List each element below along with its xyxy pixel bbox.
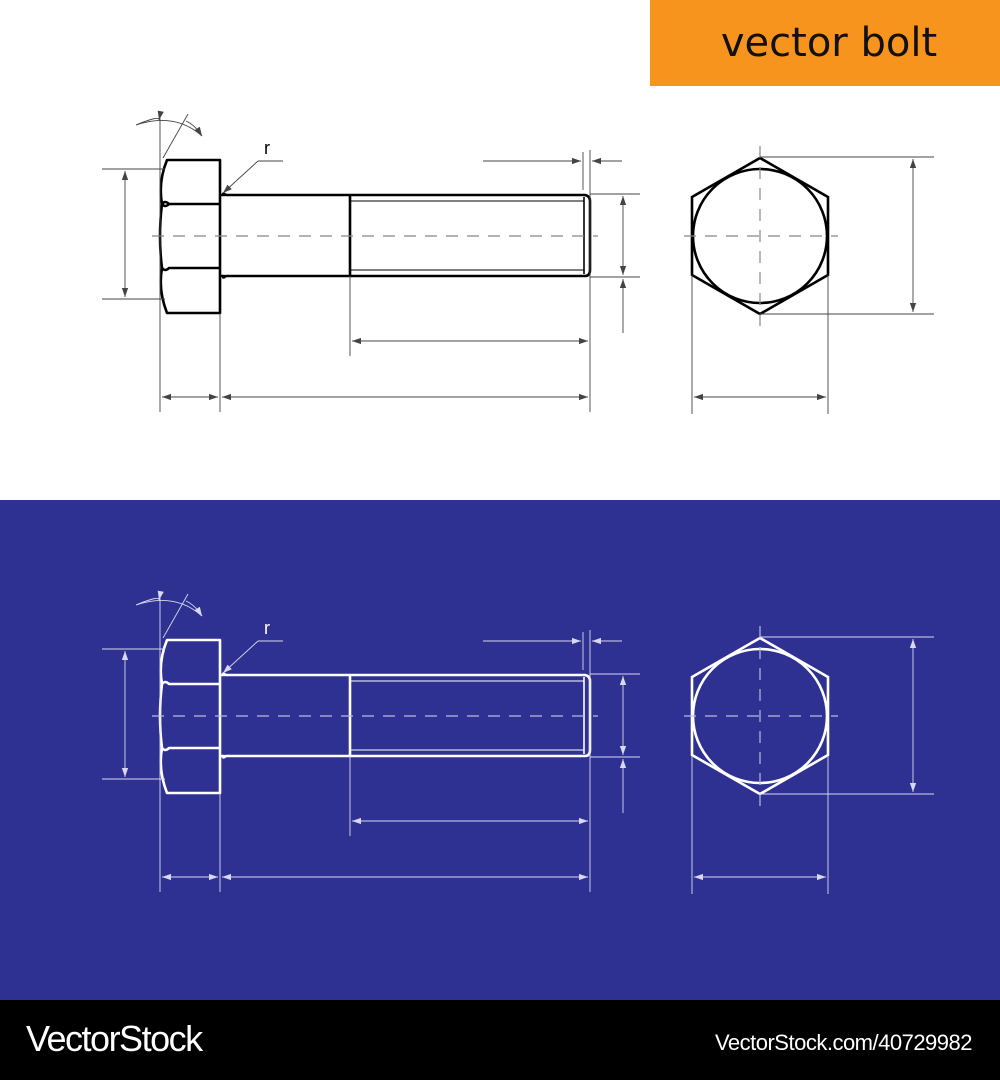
footer-bar: VectorStock VectorStock.com/40729982 bbox=[0, 1000, 1000, 1080]
brand-logo: VectorStock bbox=[26, 1018, 203, 1059]
radius-label: r bbox=[264, 618, 270, 638]
end-view-dimensions bbox=[691, 636, 934, 894]
end-view-dimensions bbox=[691, 156, 934, 414]
end-view-center-lines bbox=[684, 626, 838, 806]
title-text: vector bolt bbox=[720, 20, 938, 66]
dimension-lines bbox=[102, 590, 640, 892]
radius-label: r bbox=[264, 138, 270, 158]
end-view-center-lines bbox=[684, 146, 838, 326]
title-banner: vector bolt bbox=[650, 0, 1000, 86]
bolt-drawing-black: r bbox=[102, 110, 934, 414]
thread-lines bbox=[350, 680, 584, 751]
image-url: VectorStock.com/40729982 bbox=[714, 1030, 973, 1055]
thread-lines bbox=[350, 200, 584, 271]
bolt-drawing-blueprint: r bbox=[102, 590, 934, 894]
dimension-lines bbox=[102, 110, 640, 412]
